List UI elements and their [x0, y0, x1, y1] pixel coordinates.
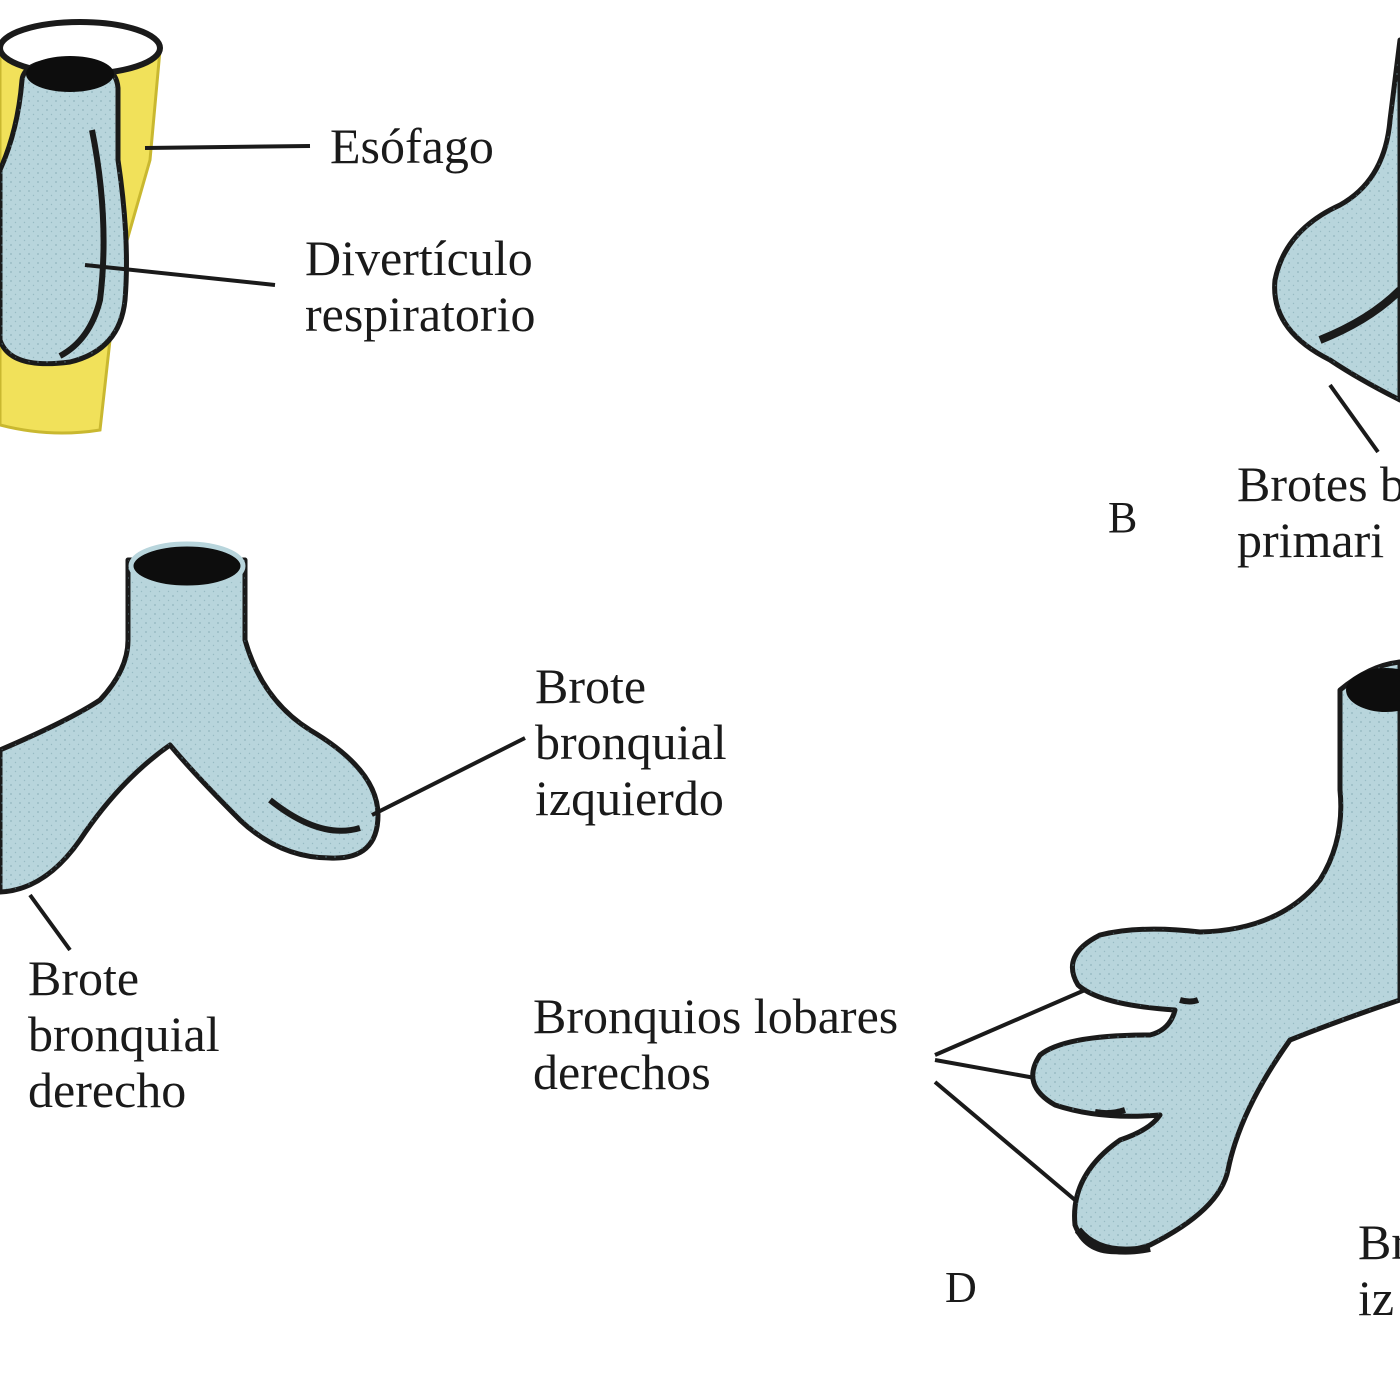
label-lobares-line1: Bronquios lobares	[533, 988, 899, 1044]
label-brote-izq-line2: bronquial	[535, 714, 727, 770]
label-esofago: Esófago	[330, 118, 494, 174]
label-brote-der-line3: derecho	[28, 1062, 187, 1118]
label-lobares-line2: derechos	[533, 1044, 711, 1100]
diverticulum-lumen	[26, 56, 114, 92]
leader-lines	[28, 144, 1380, 1202]
leader-lobar-1	[934, 988, 1086, 1057]
label-brote-izq-line3: izquierdo	[535, 770, 724, 826]
label-brote-der-line1: Brote	[28, 950, 140, 1006]
label-brote-derecho: Brote bronquial derecho	[28, 950, 220, 1118]
panel-c-figure	[0, 541, 381, 895]
trachea-lumen	[128, 541, 246, 591]
label-d-right-line1: Br	[1358, 1214, 1400, 1270]
label-esofago-text: Esófago	[330, 118, 494, 174]
label-d-right: Br iz	[1358, 1214, 1400, 1326]
label-brote-izq-line1: Brote	[535, 658, 647, 714]
label-diverticulo-line1: Divertículo	[305, 230, 533, 286]
leader-diverticulo	[84, 263, 276, 287]
leader-esofago	[144, 144, 311, 150]
panel-letter-b: B	[1108, 496, 1137, 540]
label-diverticulo: Divertículo respiratorio	[305, 230, 535, 342]
leader-lobar-2	[934, 1058, 1036, 1080]
label-bronquios-lobares: Bronquios lobares derechos	[533, 988, 898, 1100]
panel-letter-d: D	[945, 1266, 977, 1310]
label-brotes-b-line1: Brotes b	[1237, 456, 1400, 512]
leader-lobar-3	[933, 1080, 1077, 1202]
panel-letter-b-text: B	[1108, 493, 1138, 542]
panel-a-figure	[0, 19, 163, 435]
label-brote-izquierdo: Brote bronquial izquierdo	[535, 658, 727, 826]
panel-d-figure	[1030, 659, 1400, 1255]
label-brotes-b: Brotes b primari	[1237, 456, 1400, 568]
leader-brote-izq	[371, 736, 526, 817]
label-brote-der-line2: bronquial	[28, 1006, 220, 1062]
label-diverticulo-line2: respiratorio	[305, 286, 536, 342]
label-brotes-b-line2: primari	[1237, 512, 1385, 568]
leader-brotes-b	[1328, 383, 1380, 454]
label-d-right-line2: iz	[1358, 1270, 1395, 1326]
panel-b-figure	[1272, 37, 1400, 403]
panel-letter-d-text: D	[945, 1263, 977, 1312]
leader-brote-der	[28, 893, 72, 952]
trachea-d-lumen	[1346, 668, 1400, 712]
